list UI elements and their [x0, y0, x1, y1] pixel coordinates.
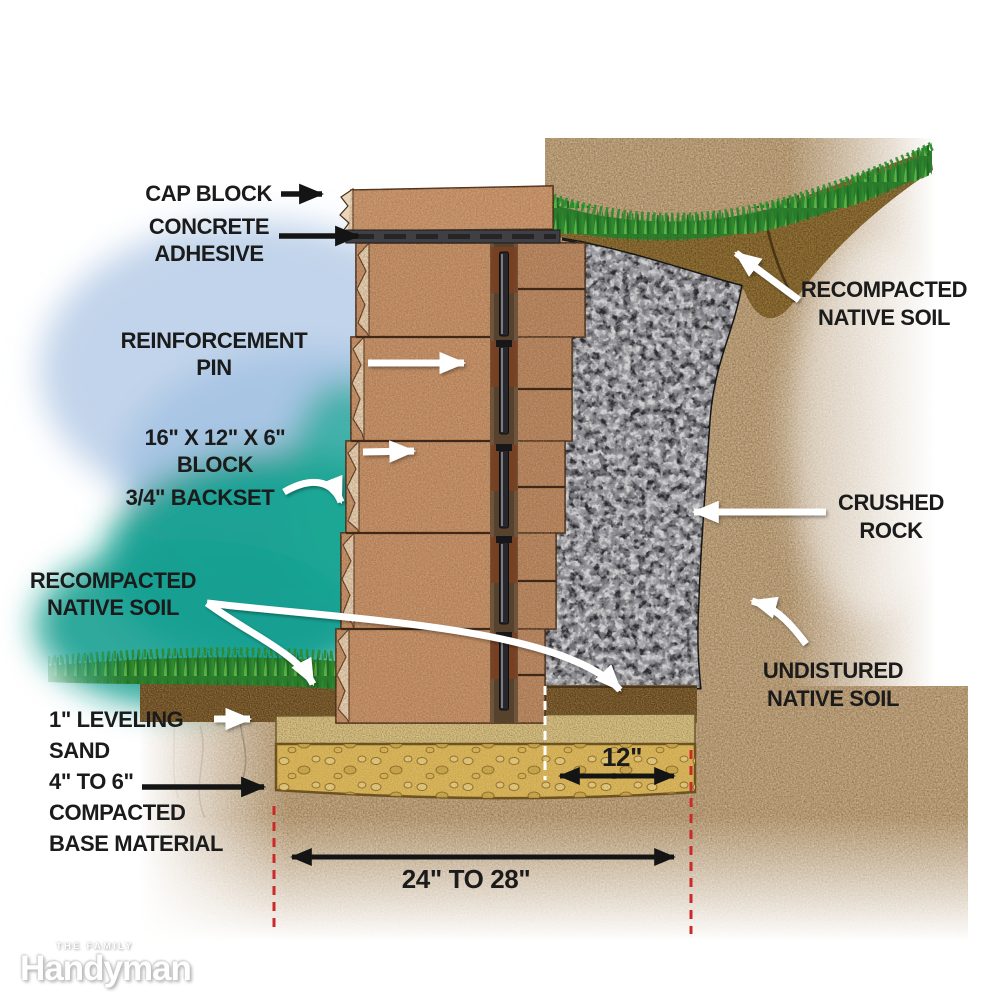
grass-fringe: [551, 140, 937, 222]
grass-blades: [48, 649, 346, 690]
pin-collar: [496, 536, 512, 543]
crack-line: [198, 725, 206, 819]
label-base-material-2: COMPACTED: [49, 800, 186, 825]
recompacted-left-arrow-back: [206, 599, 623, 693]
white-leader-arrows: [204, 250, 826, 731]
label-reinforcement-pin-1: REINFORCEMENT: [121, 328, 309, 353]
label-undisturbed-1: UNDISTURED: [763, 658, 903, 683]
reinforcement-pin-shape: [499, 637, 509, 711]
reinforcement-pin-shape: [499, 251, 509, 337]
label-base-material-1: 4" TO 6": [49, 769, 134, 794]
pin-collar: [496, 632, 512, 639]
callout-labels: CAP BLOCK CONCRETE ADHESIVE REINFORCEMEN…: [30, 181, 968, 856]
dimension-label-24-28: 24" TO 28": [402, 864, 531, 894]
dimension-24-28: 24" TO 28": [290, 848, 676, 894]
recompacted-left-arrow-front: [204, 600, 317, 686]
label-crushed-rock-2: ROCK: [859, 518, 923, 543]
label-crushed-rock-1: CRUSHED: [838, 490, 944, 515]
block-joints: [341, 287, 585, 677]
label-recompacted-right-2: NATIVE SOIL: [818, 305, 950, 330]
label-block-size-1: 16" X 12" X 6": [145, 425, 286, 450]
pin-highlight: [501, 452, 503, 526]
pin-highlight: [501, 348, 503, 432]
reinforcement-pin-shape: [499, 449, 509, 529]
black-leader-arrows: [142, 183, 361, 798]
backset-arrow: [282, 474, 345, 505]
pin-column: [490, 243, 518, 723]
label-backset: 3/4" BACKSET: [126, 485, 276, 510]
label-base-material-3: BASE MATERIAL: [49, 831, 223, 856]
block-arrow: [362, 440, 417, 463]
grass-top: [551, 140, 937, 242]
label-recompacted-left-1: RECOMPACTED: [30, 568, 196, 593]
dimension-12: 12": [558, 742, 676, 785]
handyman-logo: THE FAMILY Handyman: [20, 941, 192, 988]
reinforcement-pin-shape: [499, 345, 509, 435]
concrete-adhesive-strip: [345, 229, 561, 244]
logo-name: Handyman: [20, 949, 192, 988]
label-reinforcement-pin-2: PIN: [196, 355, 231, 380]
grass-left: [47, 647, 347, 690]
recompacted-right-arrow: [733, 250, 802, 303]
label-recompacted-right-1: RECOMPACTED: [801, 277, 967, 302]
pin-collar: [496, 340, 512, 347]
label-concrete-adhesive-2: ADHESIVE: [154, 241, 263, 266]
highlight-wash: [787, 240, 957, 620]
label-undisturbed-2: NATIVE SOIL: [767, 686, 899, 711]
label-cap-block: CAP BLOCK: [145, 181, 272, 206]
dimension-label-12: 12": [602, 742, 642, 772]
pin-highlight: [501, 640, 503, 708]
pin-collar: [496, 444, 512, 451]
label-leveling-sand-2: SAND: [49, 738, 110, 763]
pin-highlight: [501, 254, 503, 334]
reinforcement-pins: [496, 251, 512, 711]
undisturbed-arrow: [749, 596, 809, 647]
label-leveling-sand-1: 1" LEVELING: [49, 707, 183, 732]
grass-fringe: [47, 647, 347, 664]
label-recompacted-left-2: NATIVE SOIL: [47, 595, 179, 620]
label-block-size-2: BLOCK: [177, 452, 254, 477]
logo-tagline: THE FAMILY: [56, 941, 134, 952]
reinforcement-pin-shape: [499, 541, 509, 625]
label-concrete-adhesive-1: CONCRETE: [149, 214, 269, 239]
pin-highlight: [501, 544, 503, 622]
